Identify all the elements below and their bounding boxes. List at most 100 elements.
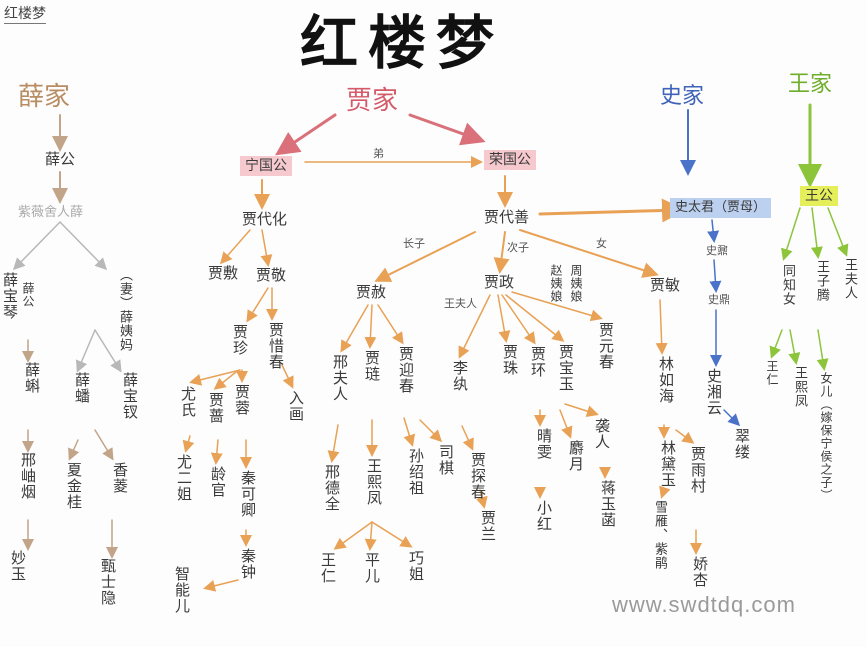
node-qiaojie: 巧姐 xyxy=(407,550,425,582)
node-lin-ruhai: 林如海 xyxy=(657,356,675,404)
node-xue-miaoyu: 妙玉 xyxy=(9,550,27,582)
connector-arrow xyxy=(723,409,741,427)
node-qin-keqing: 秦可卿 xyxy=(239,470,257,518)
node-xue-xiajingui: 夏金桂 xyxy=(65,462,83,510)
connector-arrow xyxy=(493,231,510,274)
connector-arrow xyxy=(769,329,783,359)
node-jiang-yuhan: 蒋玉菡 xyxy=(599,480,617,528)
connector-arrow xyxy=(260,229,273,267)
node-zhou-yiniang: 周姨娘 xyxy=(569,264,583,303)
node-jia-lian: 贾琏 xyxy=(363,350,381,382)
connector-arrow xyxy=(810,207,823,259)
connector-arrow xyxy=(340,304,369,353)
node-siqi: 司棋 xyxy=(437,444,455,476)
node-jia-xichun: 贾惜春 xyxy=(267,322,285,370)
node-li-wan: 李纨 xyxy=(451,360,469,392)
node-sheyue: 麝月 xyxy=(567,440,585,472)
node-wang-fu: 王夫人 xyxy=(842,258,857,300)
connector-arrow xyxy=(182,435,195,453)
connector-arrow xyxy=(816,329,829,371)
node-xing-dequan: 邢德全 xyxy=(323,464,341,512)
connector-arrow xyxy=(333,521,373,550)
node-ningguo: 宁国公 xyxy=(240,156,292,176)
connector-arrow xyxy=(220,229,251,265)
connector-arrow xyxy=(505,294,565,342)
node-xue-pan: 薛蟠 xyxy=(73,372,91,404)
node-xue-ke: 薛蝌 xyxy=(23,362,41,394)
node-zhao-yiniang: 赵姨娘 xyxy=(549,264,563,303)
node-xue-zhenshiyin: 甄士隐 xyxy=(99,558,117,606)
connector-arrow xyxy=(461,425,474,451)
connector-arrow xyxy=(655,299,668,355)
node-qingwen: 晴雯 xyxy=(535,428,553,460)
node-jia-qiang: 贾蔷 xyxy=(207,392,225,424)
node-xue-gong: 薛公 xyxy=(45,150,76,168)
family-label-xue: 薛家 xyxy=(18,82,71,112)
node-xue-xingxiuyan: 邢岫烟 xyxy=(19,452,37,500)
connector-arrow xyxy=(75,329,96,373)
node-jia-yuanchun: 贾元春 xyxy=(597,322,615,370)
node-zhineng: 智能儿 xyxy=(173,566,191,614)
connector-arrow xyxy=(12,221,61,271)
corner-note: 红楼梦 xyxy=(4,3,46,24)
connector-arrow xyxy=(781,207,801,261)
node-wang-daughter: 女儿（嫁保宁侯之子） xyxy=(819,372,833,502)
connector-arrow xyxy=(246,287,269,323)
node-shi-xiangyun: 史湘云 xyxy=(705,368,723,416)
connector-arrow xyxy=(458,294,491,359)
connector-arrow xyxy=(68,439,80,461)
node-wang-xifeng2: 王熙凤 xyxy=(792,366,807,408)
node-pinger: 平儿 xyxy=(363,552,381,584)
connector-arrow xyxy=(371,521,413,548)
node-wang-ren: 王仁 xyxy=(319,552,337,584)
connector-arrow xyxy=(59,221,108,271)
node-wang-tongzhi: 同知女 xyxy=(780,264,795,306)
watermark-url: www.swdtdq.com xyxy=(612,592,796,617)
node-you-erjie: 尤二姐 xyxy=(175,454,193,502)
node-sun-shaozu: 孙绍祖 xyxy=(407,448,425,496)
node-rongguo: 荣国公 xyxy=(484,150,536,170)
node-xueyan: 雪雁、紫鹃 xyxy=(652,500,667,570)
connector-arrow xyxy=(408,113,486,146)
connector-arrow xyxy=(475,489,488,509)
node-xue-baoqin: 薛宝琴 xyxy=(1,272,19,320)
node-wang-xifeng: 王熙凤 xyxy=(365,458,383,506)
node-jia-zheng: 贾政 xyxy=(484,273,515,291)
node-wangfuren: 王夫人 xyxy=(444,297,477,310)
node-jia-yucun: 贾雨村 xyxy=(689,446,707,494)
node-xingfuren: 邢夫人 xyxy=(331,354,349,402)
node-jia-lan: 贾兰 xyxy=(479,510,497,542)
node-jia-baoyu: 贾宝玉 xyxy=(557,344,575,392)
connector-arrow xyxy=(94,329,122,373)
label-daughter: 女 xyxy=(596,237,607,250)
node-cuilv: 翠缕 xyxy=(733,428,751,460)
connector-arrow xyxy=(210,439,223,465)
connector-arrow xyxy=(377,304,404,345)
node-jia-fu: 贾敷 xyxy=(208,264,239,282)
connector-arrow xyxy=(327,424,340,463)
connector-arrow xyxy=(538,198,686,223)
connector-arrow xyxy=(559,409,573,439)
connector-arrow xyxy=(501,294,536,345)
connector-arrow xyxy=(203,579,239,592)
connector-arrow xyxy=(564,403,599,417)
family-label-shi: 史家 xyxy=(660,84,705,109)
node-xue-baochai: 薛宝钗 xyxy=(121,372,139,420)
node-xue-father: 薛公 xyxy=(21,282,35,308)
node-shi-nai: 史鼐 xyxy=(706,244,728,257)
connector-arrow xyxy=(519,229,659,278)
node-shi-ding: 史鼎 xyxy=(708,293,730,306)
connector-arrow xyxy=(364,304,377,349)
family-label-wang: 王家 xyxy=(788,72,833,97)
connector-arrow xyxy=(364,521,377,551)
node-youshi: 尤氏 xyxy=(179,386,197,418)
node-jia-zhen: 贾珍 xyxy=(231,324,249,356)
connector-arrow xyxy=(709,259,722,293)
node-qin-zhong: 秦钟 xyxy=(239,548,257,580)
connector-arrow xyxy=(659,485,671,499)
node-ruhua: 入画 xyxy=(287,390,305,422)
node-xiaohong: 小红 xyxy=(535,500,553,532)
connector-arrow xyxy=(281,364,294,389)
